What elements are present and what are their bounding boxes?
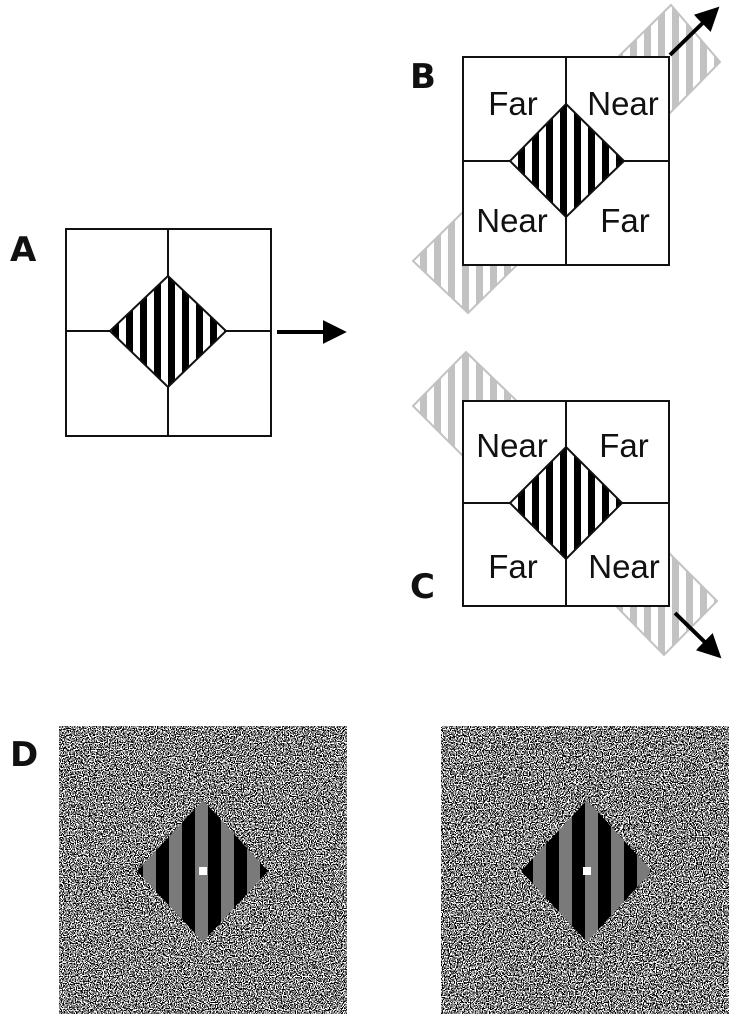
panel-letter-a: A (10, 230, 37, 270)
panel-c-striped-diamond (508, 445, 624, 561)
panel-letter-c: C (410, 567, 435, 607)
panel-b-label-top-left: Far (488, 85, 538, 122)
panel-b-label-top-right: Near (587, 85, 659, 122)
panel-c-label-bottom-right: Near (588, 548, 660, 585)
panel-c-label-top-right: Far (599, 427, 649, 464)
panel-b-label-bottom-right: Far (600, 202, 650, 239)
panel-c-label-bottom-left: Far (488, 548, 538, 585)
panel-d: D (10, 726, 729, 1014)
panel-d-right-stimulus (441, 726, 729, 1014)
panel-letter-b: B (410, 57, 436, 97)
panel-b: B Far Near Near Far (410, 3, 722, 315)
panel-b-motion-arrow (668, 6, 720, 57)
panel-a-striped-diamond (108, 274, 228, 389)
panel-b-striped-diamond (508, 102, 626, 219)
panel-c: C Near Far Far Near (410, 350, 722, 659)
panel-d-left-stimulus (59, 726, 347, 1014)
panel-b-label-bottom-left: Near (476, 202, 548, 239)
panel-c-motion-arrow (673, 611, 722, 659)
panel-d-right-fixation-point (583, 867, 591, 875)
panel-d-left-fixation-point (199, 867, 207, 875)
panel-a: A (10, 228, 347, 437)
panel-c-label-top-left: Near (476, 427, 548, 464)
panel-letter-d: D (10, 735, 38, 775)
